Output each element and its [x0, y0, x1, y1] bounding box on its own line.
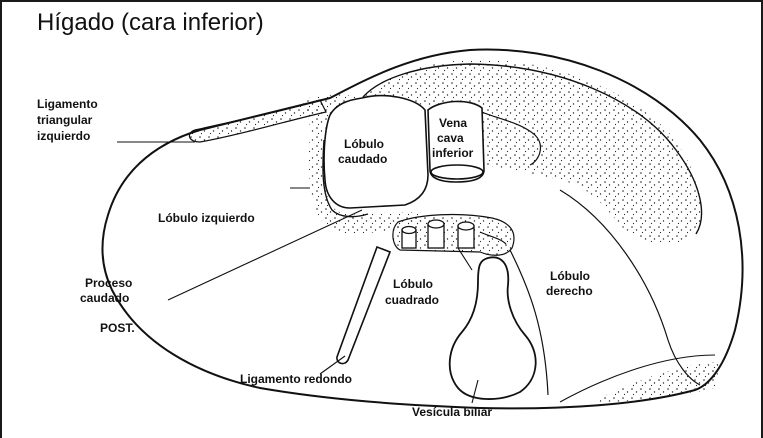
label-triangular-ligament-3: izquierdo [37, 129, 90, 143]
label-triangular-ligament-2: triangular [37, 113, 93, 127]
label-post: POST. [100, 321, 135, 335]
label-caudate-lobe-1: Lóbulo [344, 137, 384, 151]
label-caudate-process-2: caudado [80, 291, 129, 305]
label-quadrate-lobe-1: Lóbulo [393, 277, 433, 291]
label-caudate-lobe-2: caudado [338, 152, 387, 166]
label-right-lobe-1: Lóbulo [550, 269, 590, 283]
label-vena-cava-2: cava [437, 131, 464, 145]
label-triangular-ligament-1: Ligamento [37, 97, 98, 111]
label-left-lobe: Lóbulo izquierdo [158, 211, 255, 225]
label-vena-cava-3: inferior [432, 146, 474, 160]
label-quadrate-lobe-2: cuadrado [385, 293, 439, 307]
label-vena-cava-1: Vena [439, 116, 467, 130]
round-ligament [337, 247, 390, 364]
right-lobe-stipple-lower [600, 362, 720, 402]
label-right-lobe-2: derecho [546, 284, 593, 298]
triangular-ligament-stipple [189, 100, 326, 142]
label-gallbladder: Vesícula biliar [412, 405, 492, 419]
label-caudate-process-1: Proceso [85, 276, 132, 290]
label-round-ligament: Ligamento redondo [240, 372, 352, 386]
